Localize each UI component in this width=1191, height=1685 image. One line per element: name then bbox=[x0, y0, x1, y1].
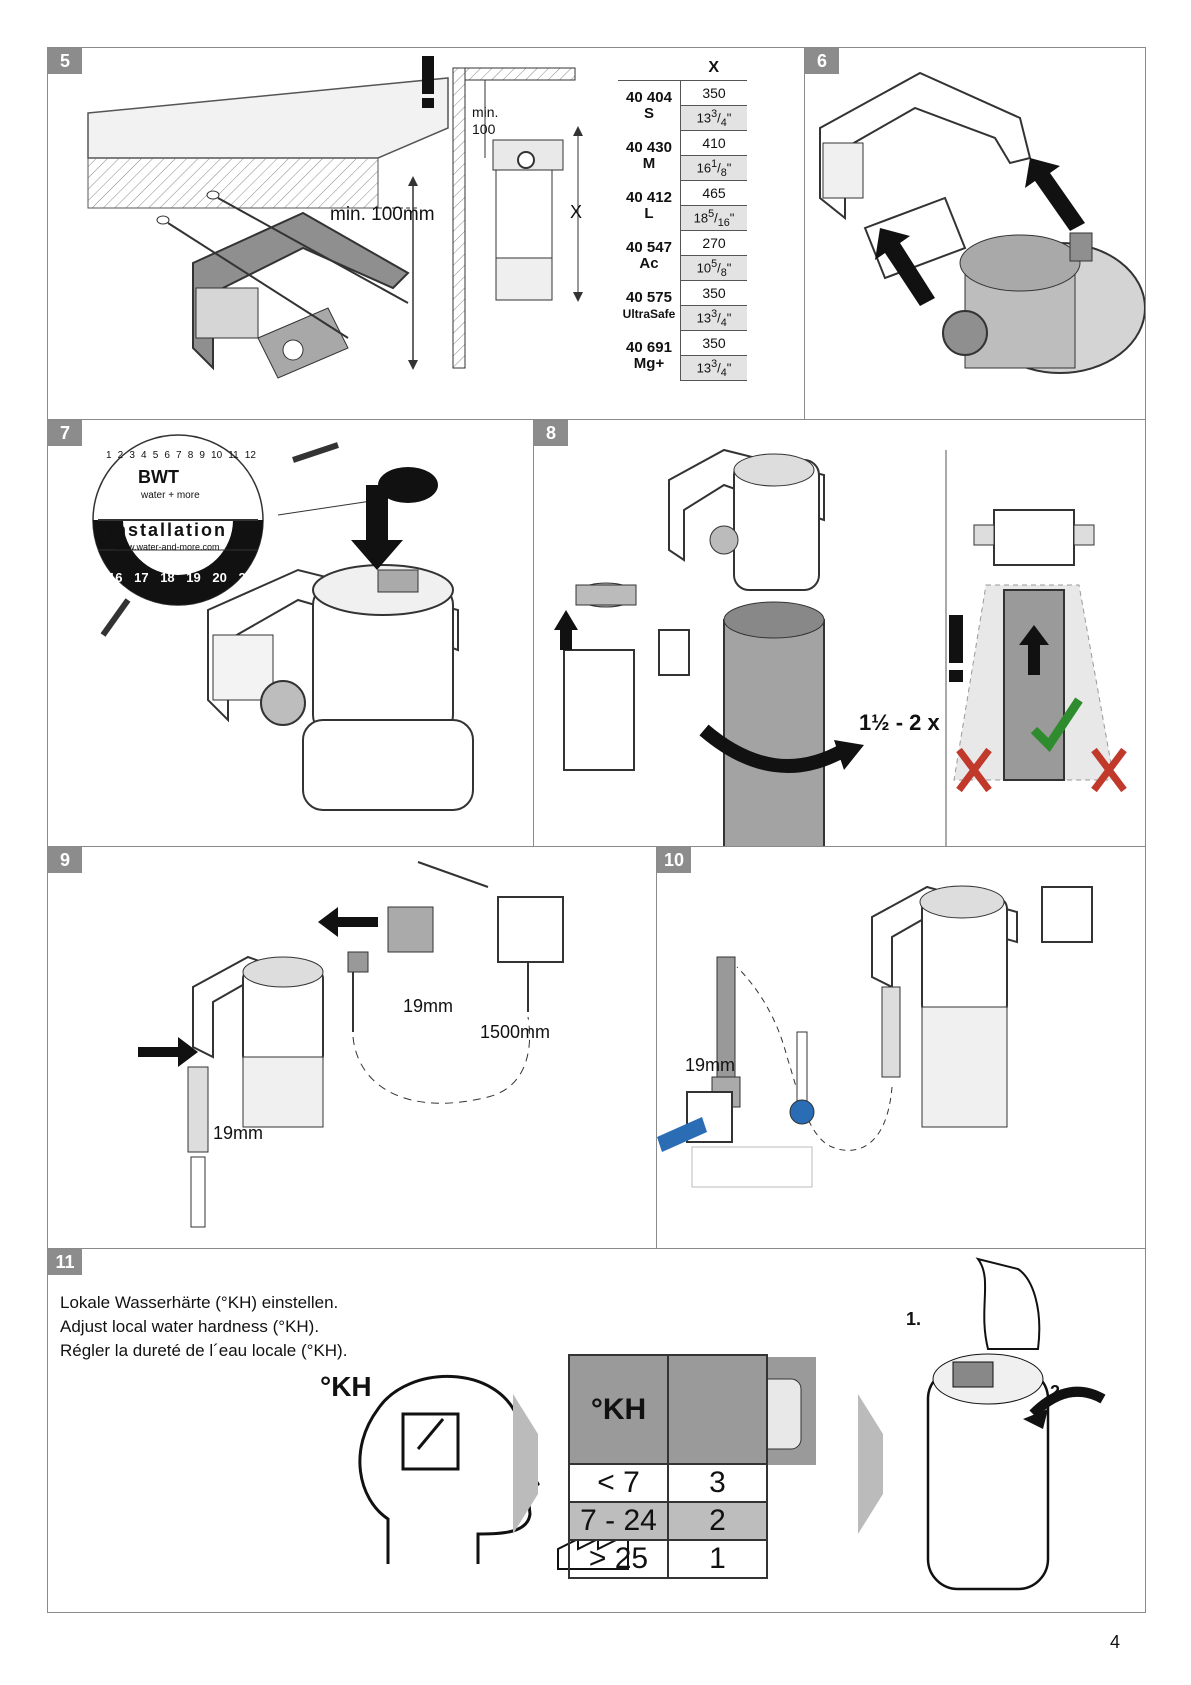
panel-10: 10 19mm bbox=[656, 846, 1146, 1249]
panel-6: 6 bbox=[804, 47, 1146, 420]
model-height-inch: 133/4" bbox=[680, 355, 747, 381]
model-height-inch: 133/4" bbox=[680, 305, 747, 331]
model-height-mm: 350 bbox=[680, 80, 747, 106]
length-label: 19mm bbox=[213, 1123, 264, 1143]
bwt-logo: BWT bbox=[138, 467, 179, 487]
model-height-mm: 350 bbox=[680, 280, 747, 306]
min-small-label: min. bbox=[472, 104, 499, 120]
cartridge-insert-illustration bbox=[554, 448, 1127, 846]
min-small-value: 100 bbox=[472, 121, 496, 137]
wall-bracket-mounting-illustration bbox=[87, 56, 583, 379]
step-number: 6 bbox=[805, 48, 839, 74]
length-label: 19mm bbox=[403, 996, 454, 1016]
tagline: water + more bbox=[141, 490, 200, 501]
length-label: 1500mm bbox=[480, 1022, 551, 1042]
panel-5: 5 bbox=[47, 47, 805, 420]
table-header-x: X bbox=[680, 56, 747, 81]
panel-7: 7 BWT water + more Installation www.wate… bbox=[47, 419, 534, 847]
hardness-range: < 7 bbox=[568, 1463, 669, 1503]
step-one-label: 1. bbox=[906, 1309, 922, 1329]
instruction-de: Lokale Wasserhärte (°KH) einstellen. bbox=[60, 1293, 339, 1312]
step-two-label: 2. bbox=[1050, 1382, 1066, 1402]
x-dimension-label: X bbox=[570, 202, 583, 222]
step-number: 9 bbox=[48, 847, 82, 873]
model-height-mm: 270 bbox=[680, 230, 747, 256]
hose-connection-illustration bbox=[138, 861, 564, 1228]
panel-11: 11 Lokale Wasserhärte (°KH) einstellen. … bbox=[47, 1248, 1146, 1613]
dial-setting: 2 bbox=[667, 1501, 768, 1541]
hardness-range: > 25 bbox=[568, 1539, 669, 1579]
hardness-range: 7 - 24 bbox=[568, 1501, 669, 1541]
step-number: 11 bbox=[48, 1249, 82, 1275]
step-number: 5 bbox=[48, 48, 82, 74]
model-height-mm: 465 bbox=[680, 180, 747, 206]
model-height-inch: 161/8" bbox=[680, 155, 747, 181]
head-dial-image bbox=[667, 1354, 768, 1465]
kh-table-header: °KH bbox=[568, 1354, 669, 1465]
dial-setting: 1 bbox=[667, 1539, 768, 1579]
page-number: 4 bbox=[1110, 1632, 1121, 1652]
filter-head-attach-illustration bbox=[819, 71, 1145, 374]
instruction-fr: Régler la dureté de l´eau locale (°KH). bbox=[60, 1341, 348, 1360]
instruction-en: Adjust local water hardness (°KH). bbox=[60, 1317, 320, 1336]
rotation-count: 1½ - 2 x bbox=[859, 710, 940, 735]
kh-symbol: °KH bbox=[320, 1371, 372, 1402]
installation-date-label-illustration bbox=[92, 434, 474, 811]
bwt-url: www.water-and-more.com bbox=[115, 542, 220, 552]
panel-9: 9 19mm 19mm 1500mm bbox=[47, 846, 657, 1249]
panel-8: 8 1½ - 2 x bbox=[533, 419, 1146, 847]
model-height-inch: 105/8" bbox=[680, 255, 747, 281]
step-number: 8 bbox=[534, 420, 568, 446]
model-height-inch: 185/16" bbox=[680, 205, 747, 231]
installation-title: Installation bbox=[108, 520, 228, 540]
model-height-mm: 410 bbox=[680, 130, 747, 156]
step-number: 10 bbox=[657, 847, 691, 873]
dial-setting: 3 bbox=[667, 1463, 768, 1503]
length-label: 19mm bbox=[685, 1055, 736, 1075]
model-height-inch: 133/4" bbox=[680, 105, 747, 131]
min-distance-label: min. 100mm bbox=[330, 204, 435, 225]
water-hardness-illustration bbox=[358, 1257, 1106, 1591]
model-height-mm: 350 bbox=[680, 330, 747, 356]
water-connection-illustration bbox=[657, 885, 1093, 1188]
step-number: 7 bbox=[48, 420, 82, 446]
